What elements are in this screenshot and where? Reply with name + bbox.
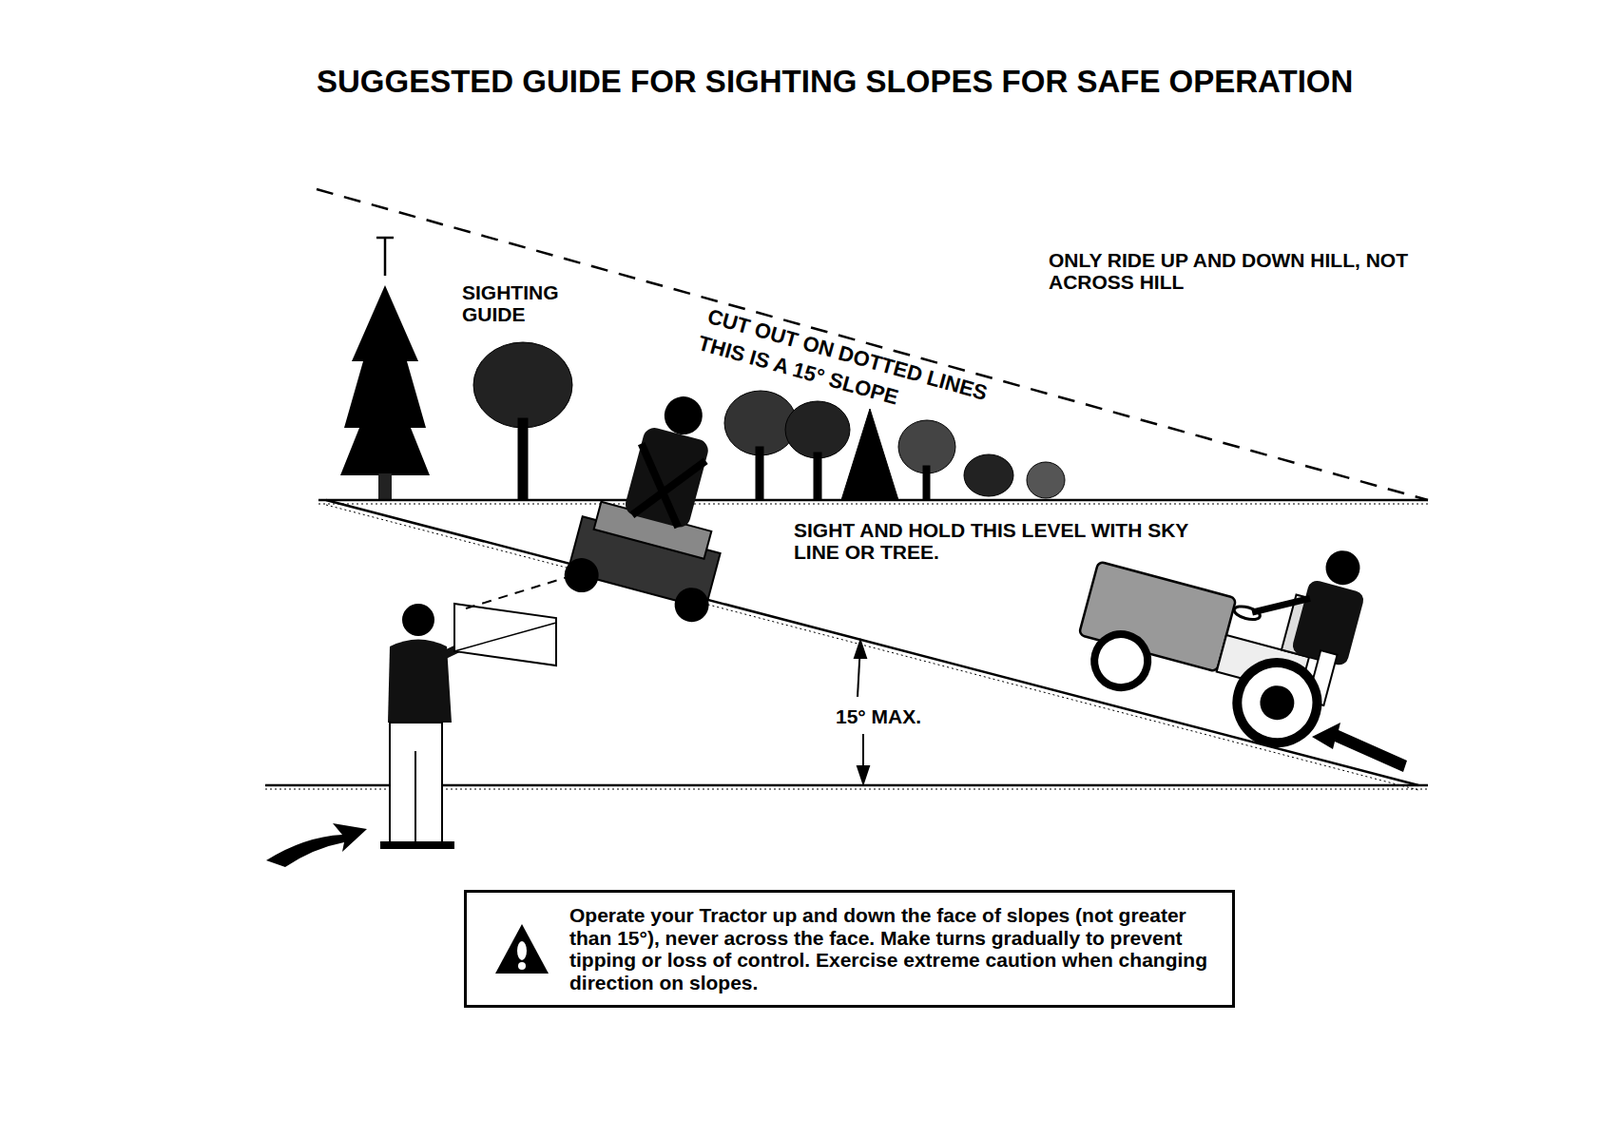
sighting-guide-label: SIGHTING GUIDE <box>462 281 581 326</box>
sight-level-note: SIGHT AND HOLD THIS LEVEL WITH SKY LINE … <box>793 519 1213 563</box>
sighting-dashed-line <box>316 189 1428 501</box>
warning-text: Operate your Tractor up and down the fac… <box>569 904 1217 994</box>
angle-dimension: 15° MAX. <box>832 705 925 728</box>
ride-direction-note: ONLY RIDE UP AND DOWN HILL, NOT ACROSS H… <box>1048 249 1410 293</box>
pine-tree <box>340 237 430 501</box>
warning-box: Operate your Tractor up and down the fac… <box>463 889 1235 1008</box>
warning-icon <box>493 922 551 976</box>
direction-arrow <box>1311 722 1408 772</box>
person-sighting <box>266 576 571 868</box>
rider-on-slope <box>560 378 761 627</box>
page-title: SUGGESTED GUIDE FOR SIGHTING SLOPES FOR … <box>316 64 1353 99</box>
